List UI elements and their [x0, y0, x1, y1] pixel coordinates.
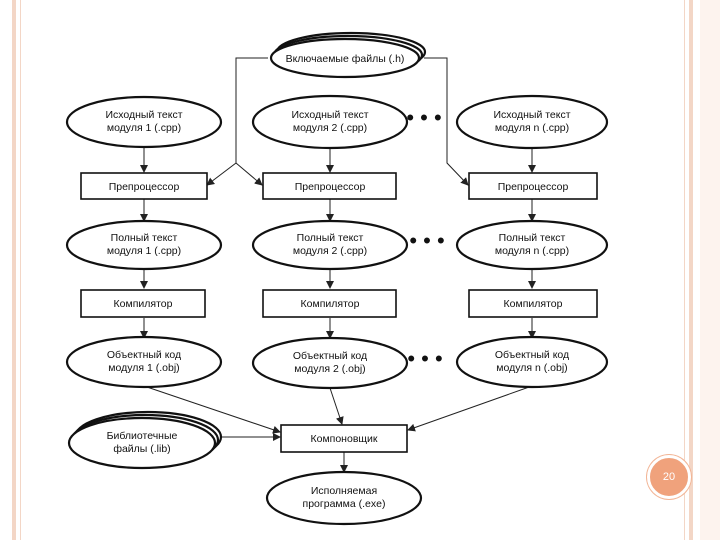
executable-line-1: Исполняемая [311, 485, 377, 497]
edge-include-pre1 [206, 57, 268, 186]
node-source-n: Исходный текст модуля n (.cpp) [455, 94, 609, 150]
object-n-line-2: модуля n (.obj) [496, 362, 567, 374]
source-n-line-1: Исходный текст [493, 109, 570, 121]
node-preprocessor-1: Препроцессор [80, 172, 208, 200]
object-2-line-1: Объектный код [293, 350, 367, 362]
compiler-1-label: Компилятор [114, 298, 173, 310]
edge-objn-linker [407, 385, 533, 432]
source-n-line-2: модуля n (.cpp) [495, 122, 569, 134]
full-text-1-line-2: модуля 1 (.cpp) [107, 245, 181, 257]
object-n-line-1: Объектный код [495, 349, 569, 361]
node-source-2: Исходный текст модуля 2 (.cpp) [251, 94, 409, 150]
source-1-line-2: модуля 1 (.cpp) [107, 122, 181, 134]
node-object-2: Объектный код модуля 2 (.obj) [251, 336, 409, 390]
edges [140, 57, 536, 473]
node-full-text-1: Полный текст модуля 1 (.cpp) [65, 219, 223, 271]
linker-label: Компоновщик [310, 433, 377, 445]
preprocessor-2-label: Препроцессор [295, 181, 366, 193]
edge-include-pren [424, 57, 469, 186]
node-compiler-n: Компилятор [468, 289, 598, 318]
node-source-1: Исходный текст модуля 1 (.cpp) [65, 95, 223, 149]
full-text-n-line-1: Полный текст [499, 232, 566, 244]
node-compiler-2: Компилятор [262, 289, 397, 318]
node-library-files: Библиотечные файлы (.lib) [67, 410, 223, 470]
include-files-label: Включаемые файлы (.h) [286, 53, 405, 65]
executable-line-2: программа (.exe) [303, 498, 386, 510]
source-2-line-2: модуля 2 (.cpp) [293, 122, 367, 134]
object-1-line-2: модуля 1 (.obj) [108, 362, 179, 374]
object-1-line-1: Объектный код [107, 349, 181, 361]
slide-frame-outer [12, 0, 693, 540]
slide-frame-inner [20, 0, 685, 540]
node-executable: Исполняемая программа (.exe) [265, 470, 423, 526]
library-files-line-1: Библиотечные [107, 430, 178, 442]
full-text-2-line-1: Полный текст [297, 232, 364, 244]
node-full-text-n: Полный текст модуля n (.cpp) [455, 219, 609, 271]
object-2-line-2: модуля 2 (.obj) [294, 363, 365, 375]
node-object-1: Объектный код модуля 1 (.obj) [65, 335, 223, 389]
ellipsis-row-1: • • • [406, 105, 441, 130]
source-2-line-1: Исходный текст [291, 109, 368, 121]
edge-include-pre2 [235, 162, 263, 186]
full-text-n-line-2: модуля n (.cpp) [495, 245, 569, 257]
node-object-n: Объектный код модуля n (.obj) [455, 335, 609, 389]
library-files-line-2: файлы (.lib) [113, 443, 170, 455]
slide-right-strip [700, 0, 720, 540]
page-number-badge: 20 [647, 455, 691, 499]
source-1-line-1: Исходный текст [105, 109, 182, 121]
node-full-text-2: Полный текст модуля 2 (.cpp) [251, 219, 409, 271]
node-preprocessor-n: Препроцессор [468, 172, 598, 200]
preprocessor-n-label: Препроцессор [498, 181, 569, 193]
full-text-1-line-1: Полный текст [111, 232, 178, 244]
compiler-n-label: Компилятор [504, 298, 563, 310]
full-text-2-line-2: модуля 2 (.cpp) [293, 245, 367, 257]
node-include-files: Включаемые файлы (.h) [269, 31, 427, 79]
ellipsis-row-3: • • • [407, 346, 442, 371]
preprocessor-1-label: Препроцессор [109, 181, 180, 193]
compiler-2-label: Компилятор [301, 298, 360, 310]
ellipsis-row-2: • • • [409, 228, 444, 253]
edge-obj2-linker [329, 387, 344, 425]
node-compiler-1: Компилятор [80, 289, 206, 318]
node-linker: Компоновщик [280, 424, 408, 453]
edge-obj1-linker [143, 385, 281, 434]
node-preprocessor-2: Препроцессор [262, 172, 397, 200]
